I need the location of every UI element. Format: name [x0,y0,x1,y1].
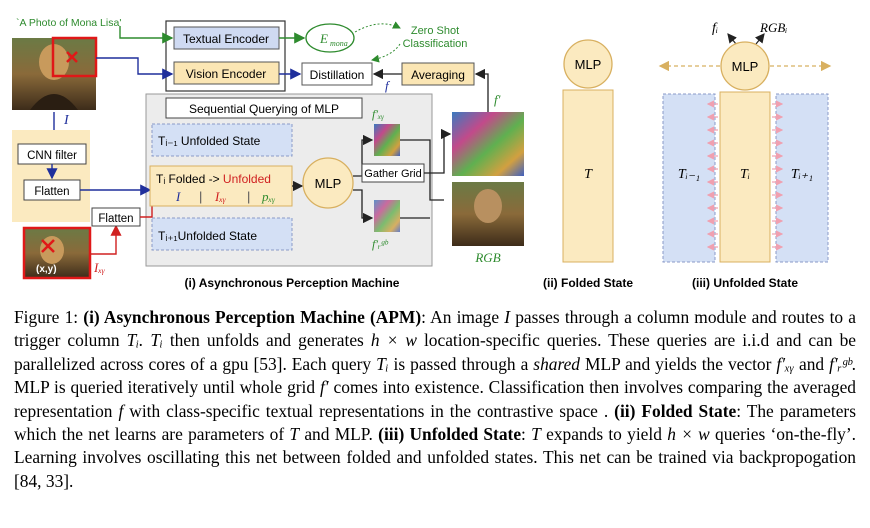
prompt-text: `A Photo of Mona Lisa' [16,17,121,29]
frgb-thumb [374,200,400,232]
prev-state-label: Tᵢ₋₁ Unfolded State [158,134,261,148]
mona-lisa-image [12,36,98,110]
distillation-box [301,62,373,86]
folded-mlp-label: MLP [575,57,602,72]
svg-text:|: | [247,189,250,204]
averaging-box [401,62,475,86]
mlp-label: MLP [315,176,342,191]
vision-encoder-box [173,61,280,85]
caption-fig-label: Figure 1: [14,307,79,327]
fxy-thumb [374,124,400,156]
unfolded-prev-label: Tᵢ₋₁ [678,167,700,182]
flatten-label-1: Flatten [34,186,69,198]
vision-encoder-label: Vision Encoder [186,67,267,81]
Ixy-label: Iₓᵧ [93,260,105,275]
svg-text:|: | [199,189,202,204]
figure-caption: Figure 1: (i) Asynchronous Perception Ma… [14,307,856,491]
patch-image [22,226,92,280]
seq-query-label: Sequential Querying of MLP [189,102,339,116]
unfolded-mlp-label: MLP [732,59,759,74]
query-pxy: pₓᵧ [261,189,275,204]
unfolded-cur-column [719,91,771,263]
next-state-box [151,217,293,251]
query-Ixy: Iₓᵧ [214,189,226,204]
mlp-node [302,157,354,209]
folded-mlp-node [563,39,613,89]
query-I: I [175,189,181,204]
distillation-label: Distillation [310,68,365,82]
unfolded-prev-column [662,93,716,263]
f-label: f [385,78,391,93]
unfolded-mlp-node [720,41,770,91]
textual-encoder-label: Textual Encoder [183,32,269,46]
folded-label: Tᵢ Folded -> Unfolded [156,172,271,186]
panel3-title: (iii) Unfolded State [692,276,798,290]
f-prime-label: f′ [494,92,501,107]
fxy-label: f′ₓᵧ [372,107,384,121]
unfolded-fi-label: fᵢ [712,21,718,36]
panel1-title: (i) Asynchronous Perception Machine [185,276,400,290]
next-state-label: Tᵢ₊₁Unfolded State [158,229,257,243]
averaging-label: Averaging [411,68,465,82]
I-label: I [63,113,70,128]
unfolded-cur-label: Tᵢ [740,167,750,182]
frgb-label: f′ᵣᵍᵇ [372,237,388,251]
feature-output-image [452,112,524,176]
flatten-label-2: Flatten [98,213,133,225]
zero-shot-label: Zero Shot [411,25,459,37]
figure-1: `A Photo of Mona Lisa' Textual Encoder V… [12,17,832,290]
folded-T-label: T [584,167,593,182]
unfolded-next-column [775,93,829,263]
cnn-filter-label: CNN filter [27,150,77,162]
unfolded-next-label: Tᵢ₊₁ [791,167,813,182]
unfold-arrows [706,100,784,251]
panel2-title: (ii) Folded State [543,276,633,290]
gather-grid-label: Gather Grid [364,168,421,180]
e-mona-node [305,23,355,53]
classification-label: Classification [403,38,468,50]
caption-title: (i) Asynchronous Perception Machine (APM… [83,307,422,327]
folded-column [562,89,614,263]
folded-box [149,165,293,207]
e-mona-label: E [319,31,328,46]
seq-query-box [165,97,363,119]
rgb-label: RGB [474,250,500,265]
prev-state-box [151,123,293,157]
xy-tag: (x,y) [36,264,57,275]
unfolded-rgbi-label: RGBᵢ [759,20,787,35]
e-mona-sub: mona [330,39,348,48]
